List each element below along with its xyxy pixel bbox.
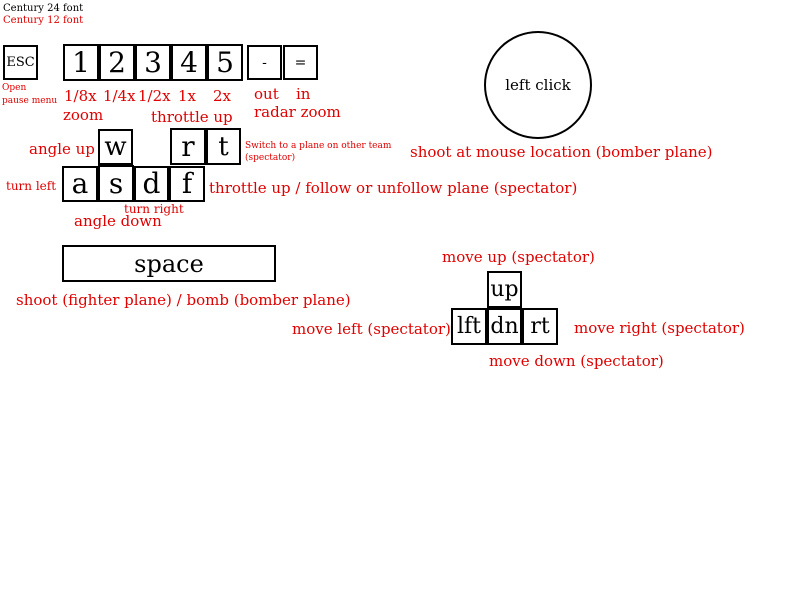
move-left-label: move left (spectator) [292,320,451,338]
move-up-label: move up (spectator) [442,248,595,266]
space-key[interactable]: space [62,245,276,282]
a-key[interactable]: a [62,166,98,202]
switch-label-line1: Switch to a plane on other team [245,141,392,151]
equals-key[interactable]: = [283,45,318,80]
left-key[interactable]: lft [451,308,487,345]
key-4[interactable]: 4 [171,44,207,81]
right-key[interactable]: rt [522,308,558,345]
down-key[interactable]: dn [487,308,522,345]
shoot-mouse-label: shoot at mouse location (bomber plane) [410,143,713,161]
minus-key[interactable]: - [247,45,282,80]
legend-small-font: Century 12 font [3,15,84,26]
esc-label-line2: pause menu [2,96,58,106]
radar-zoom-label: radar zoom [254,103,341,121]
zoom-label: zoom [63,106,104,124]
turn-right-label: turn right [124,202,184,216]
move-right-label: move right (spectator) [574,319,745,337]
angle-down-label: angle down [74,212,162,230]
throttle-follow-label: throttle up / follow or unfollow plane (… [209,179,578,197]
angle-up-label: angle up [29,140,95,158]
zoom-label-1-2x: 1/2x [138,87,171,105]
legend-big-font: Century 24 font [3,3,84,14]
key-1[interactable]: 1 [63,44,99,81]
zoom-label-1-8x: 1/8x [64,87,97,105]
shoot-space-label: shoot (fighter plane) / bomb (bomber pla… [16,291,351,309]
up-key[interactable]: up [487,271,522,308]
r-key[interactable]: r [170,128,206,165]
zoom-label-1x: 1x [178,87,197,105]
key-5[interactable]: 5 [207,44,243,81]
radar-out-label: out [254,85,279,103]
switch-label-line2: (spectator) [245,153,296,163]
turn-left-label: turn left [6,179,57,193]
f-key[interactable]: f [169,166,205,202]
throttle-up-label: throttle up [151,108,233,126]
move-down-label: move down (spectator) [489,352,664,370]
w-key[interactable]: w [98,129,133,165]
zoom-label-2x: 2x [213,87,232,105]
left-click-circle[interactable]: left click [484,31,592,139]
esc-key[interactable]: ESC [3,45,38,80]
key-3[interactable]: 3 [135,44,171,81]
t-key[interactable]: t [206,128,241,165]
d-key[interactable]: d [134,166,169,202]
radar-in-label: in [296,85,311,103]
zoom-label-1-4x: 1/4x [103,87,136,105]
s-key[interactable]: s [98,165,134,202]
key-2[interactable]: 2 [99,44,135,81]
esc-label-line1: Open [2,83,27,93]
